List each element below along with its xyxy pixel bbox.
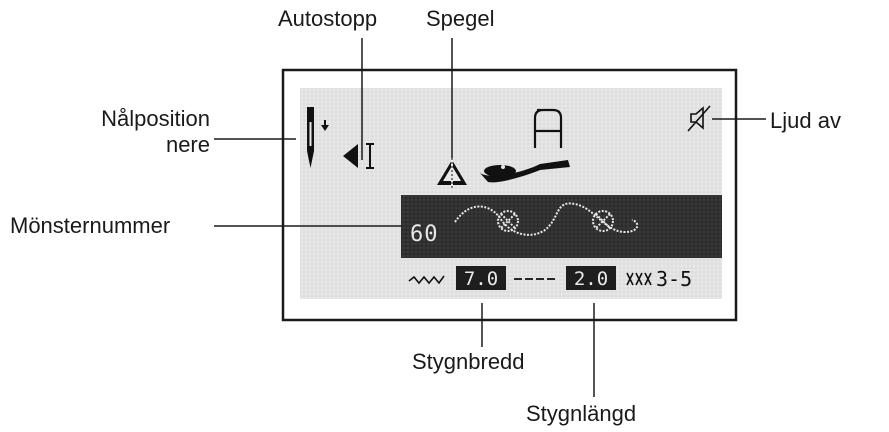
autostopp-label: Autostopp [278, 6, 378, 31]
buttonhole-range: 3-5 [656, 267, 692, 291]
stitch-length-value: 2.0 [574, 268, 608, 290]
ljud-av-label: Ljud av [770, 108, 841, 133]
nalposition-label-line2: nere [165, 132, 210, 157]
stitch-pattern-preview [454, 202, 639, 236]
stygnbredd-label: Stygnbredd [412, 349, 525, 374]
pattern-number: 60 [410, 222, 439, 247]
spegel-label: Spegel [426, 6, 495, 31]
needle-down-icon [307, 107, 329, 168]
stitch-width-value: 7.0 [464, 268, 498, 290]
mirror-icon [437, 158, 467, 188]
cross-stitch-icon [626, 272, 652, 286]
stitch-width-icon [408, 275, 445, 285]
stitch-letter-display [533, 108, 563, 148]
stygnlangd-label: Stygnlängd [526, 401, 637, 426]
autostop-icon [343, 143, 374, 169]
monsternummer-label: Mönsternummer [10, 213, 171, 238]
stitch-length-box [566, 266, 616, 290]
nalposition-label: Nålposition nere [60, 106, 210, 158]
nalposition-label-line1: Nålposition [101, 106, 210, 131]
stitch-width-box [456, 266, 506, 290]
sound-off-icon [687, 105, 711, 132]
presser-foot-icon [480, 160, 570, 183]
